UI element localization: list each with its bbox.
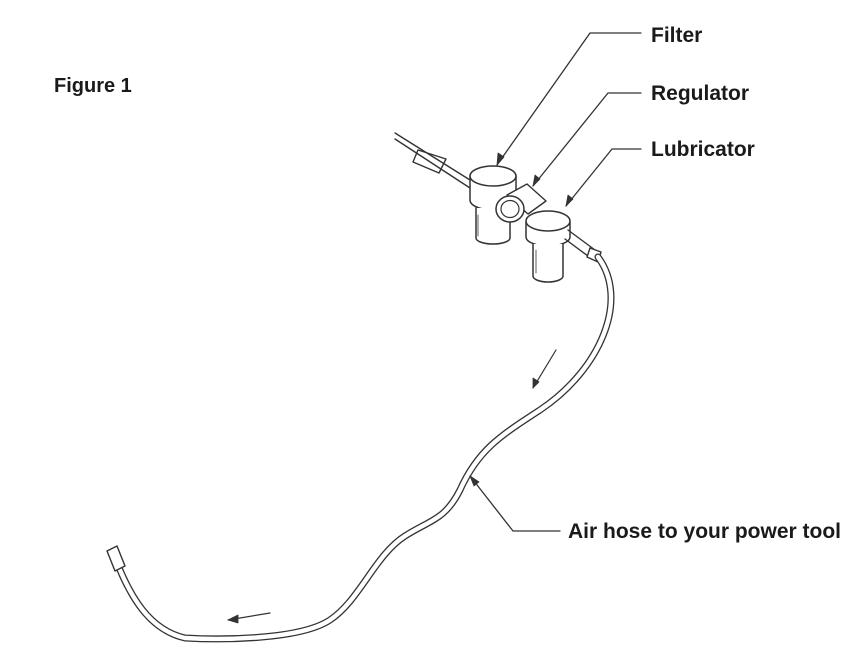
leader-air-hose (469, 475, 561, 532)
regulator-unit (495, 183, 547, 223)
lubricator-label: Lubricator (651, 138, 755, 161)
filter-label: Filter (651, 24, 703, 47)
figure-title: Figure 1 (54, 75, 132, 97)
flow-arrows (227, 349, 557, 624)
leader-lubricator (565, 148, 642, 207)
flow-arrow-2 (227, 612, 271, 624)
air-hose (106, 253, 615, 643)
supply-line (394, 132, 471, 189)
lubricator-unit (525, 210, 571, 283)
air-hose-label: Air hose to your power tool (568, 520, 842, 543)
leader-regulator (532, 92, 642, 187)
flow-arrow-1 (532, 349, 557, 389)
regulator-label: Regulator (651, 82, 750, 105)
leader-filter (496, 32, 642, 166)
